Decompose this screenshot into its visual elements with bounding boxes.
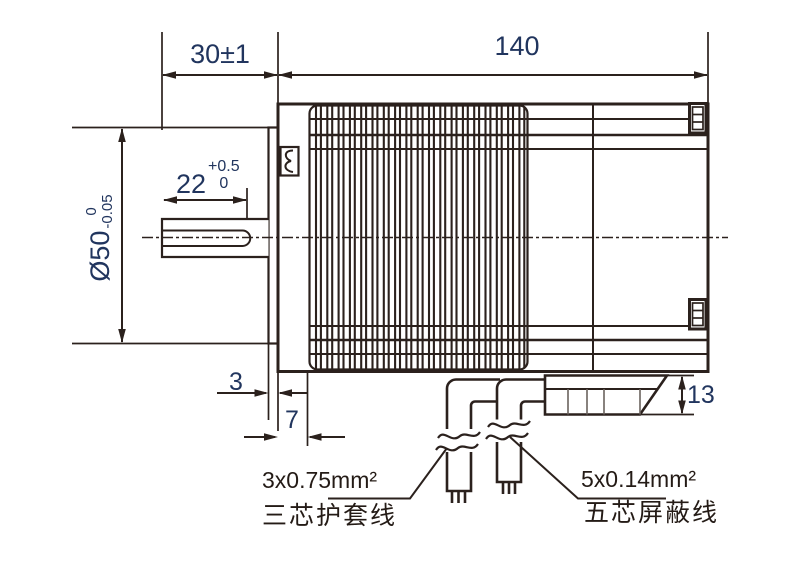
cable-right-spec: 5x0.14mm²: [581, 466, 697, 492]
cable-left-spec: 3x0.75mm²: [262, 467, 378, 493]
cable-right-name: 五芯屏蔽线: [584, 499, 720, 527]
cable-break-mark: [435, 443, 479, 452]
cable-right-wire-ends: [501, 482, 517, 494]
cable-left: [435, 378, 500, 503]
cable-break-mark: [485, 432, 529, 441]
dim-front-section: 7: [285, 406, 299, 434]
dim-shaft-extension: 30±1: [190, 39, 250, 69]
dim-keyway-value: 22: [176, 169, 207, 199]
leader-lines: [328, 436, 666, 500]
dim-connector-height: 13: [687, 381, 715, 409]
dim-keyway-tol-lower: 0: [219, 174, 229, 192]
dim-pilot-value: Ø50: [84, 230, 115, 282]
front-clamp-detail: [279, 145, 300, 177]
cable-break-mark: [487, 420, 531, 429]
cable-right: [485, 378, 545, 494]
dim-body-length: 140: [494, 31, 540, 61]
rear-screw-bottom: [688, 298, 708, 331]
dim-pilot-tol-upper: 0: [83, 206, 101, 216]
cable-left-wire-ends: [450, 491, 467, 503]
dim-pilot-diameter: Ø50 0-0.05: [83, 128, 117, 348]
dimension-lines: [72, 32, 709, 446]
body-horizontal-lines: [309, 118, 707, 355]
cable-break-mark: [437, 431, 481, 440]
rear-screw-top: [688, 102, 708, 135]
heatsink-fins: [314, 106, 526, 369]
dim-flange-thickness: 3: [229, 368, 243, 396]
cable-left-name: 三芯护套线: [262, 502, 398, 530]
dim-pilot-tol-lower: -0.05: [99, 193, 116, 229]
connector-block: [543, 374, 670, 416]
dim-keyway-tol-upper: +0.5: [208, 158, 240, 175]
